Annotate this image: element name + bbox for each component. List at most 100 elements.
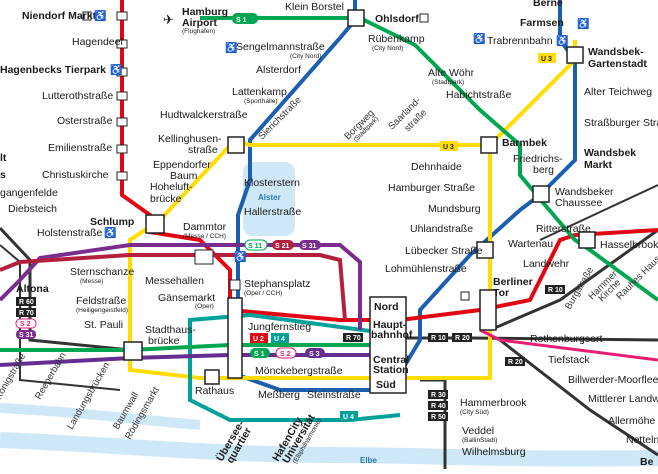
station-klosterstern: Klosterstern [244,177,300,189]
station-hamburger-strasse: Hamburger Straße [388,182,475,194]
station-ruebenkamp: Rübenkamp [368,33,425,45]
station-hbf-nord: Nord [374,301,399,313]
line-s3 [0,353,380,367]
station-nettelnburg: Netteln [626,434,658,446]
station-hbf-central-1: Central [373,354,409,366]
station-mittlerer-landweg: Mittlerer Landweg [588,393,658,405]
badge-s2-jungfernstieg: S 2 [275,347,297,359]
station-allermoehe: Allermöhe [608,415,655,427]
station-alte-woehr: Alte Wöhr [428,67,475,79]
station-moenckeberg: Mönckebergstraße [255,365,343,377]
svg-text:R 40: R 40 [431,403,446,410]
svg-text:R 60: R 60 [19,299,34,306]
station-eppendorfer-1: Eppendorfer [153,159,211,171]
svg-text:R 70: R 70 [346,335,361,342]
badge-u3-barmbek: U 3 [440,141,458,151]
station-eppendorfer-2: Baum [170,170,198,182]
station-hammerbrook-sub: (City Süd) [460,409,489,416]
svg-text:S 31: S 31 [302,243,317,250]
station-lattenkamp: Lattenkamp [232,86,287,98]
badge-s21: S 21 [272,240,294,250]
station-wilhelmsburg: Wilhelmsburg [462,446,526,458]
label-koenigstrasse: Königstraße [0,352,28,402]
station-ruebenkamp-sub: (City Nord) [372,45,403,52]
station-st-pauli: St. Pauli [84,319,123,331]
station-dammtor-sub: (Messe / CCH) [183,233,226,240]
station-kellinghusen-2: straße [188,144,218,156]
station-hoheluft-1: Hoheluft- [150,181,193,193]
station-friedrichsberg-1: Friedrichs- [513,153,563,165]
station-barmbek: Barmbek [502,137,547,149]
line-s31 [0,243,362,330]
station-holstenstrasse: Holstenstraße [37,227,103,239]
svg-text:R 20: R 20 [455,335,470,342]
alster-lake [243,162,295,236]
svg-text:♿: ♿ [104,226,116,239]
badge-r70-center: R 70 [343,333,363,342]
station-lattenkamp-sub: (Sporthalle) [244,98,278,105]
svg-text:R 50: R 50 [431,414,446,421]
station-berliner-tor-2: Tor [493,287,509,299]
badge-r50: R 50 [428,412,448,421]
station-wandsbek-gs-2: Gartenstadt [588,58,647,70]
svg-text:U 4: U 4 [274,336,285,343]
station-hasselbrook: Hasselbrook [600,239,658,251]
badge-s31-altona: S 31 [16,330,36,339]
station-feldstrasse: Feldstraße [76,295,126,307]
badge-s1-jungfernstieg: S 1 [250,348,270,358]
station-hbf-haupt-1: Haupt- [373,319,407,331]
svg-text:S 21: S 21 [275,243,290,250]
station-jungfernstieg: Jungfernstieg [248,321,311,333]
station-airport-1: Hamburg [182,6,228,18]
badge-r70: R 70 [16,308,36,317]
station-feld-s: s [0,169,6,181]
station-kellinghusen-1: Kellinghusen- [158,133,222,145]
badge-s1-airport: S 1 [232,13,258,24]
station-veddel-sub: (BallinStadt) [462,437,497,444]
line-s2 [479,328,658,362]
badge-u4-bottom: U 4 [340,411,358,421]
station-feld-t: lt [0,152,7,164]
station-friedrichsberg-2: berg [533,164,554,176]
svg-text:S 2: S 2 [280,351,291,358]
svg-text:♿: ♿ [110,63,122,76]
station-airport-2: Airport [182,17,218,29]
svg-text:S 31: S 31 [19,332,34,339]
svg-text:♿: ♿ [577,17,589,30]
station-sengelmann-sub: (City Nord) [290,53,321,60]
park-and-ride-icon [82,11,470,301]
station-landwehr: Landwehr [523,258,570,270]
svg-text:U 3: U 3 [443,144,454,151]
badge-r20-south: R 20 [505,357,525,366]
station-diebsteich: Diebsteich [8,203,57,215]
badge-s31: S 31 [299,240,321,250]
badge-u3-wandsbek: U 3 [538,53,556,63]
svg-text:♿: ♿ [556,34,568,47]
svg-text:♿: ♿ [473,32,485,45]
station-hbf-haupt-2: bahnhof [371,329,413,341]
badge-u4: U 4 [271,333,289,343]
badge-r10-hbf: R 10 [428,333,448,342]
svg-text:U 3: U 3 [541,56,552,63]
station-mundsburg: Mundsburg [428,203,481,215]
station-altona: Altona [16,283,49,295]
airplane-icon: ✈ [163,12,174,27]
station-hudtwalcker: Hudtwalckerstraße [160,109,248,121]
station-sternschanze: Sternschanze [70,266,134,278]
svg-text:♿: ♿ [225,41,237,54]
station-wartenau: Wartenau [508,238,553,250]
station-sengelmann: Sengelmannstraße [236,41,325,53]
station-hagendeel: Hagendeel [72,36,123,48]
station-sternschanze-sub: (Messe) [80,278,103,285]
station-farmsen: Farmsen [520,17,564,29]
station-hbf-central-2: Station [373,364,409,376]
badge-r20-hbf: R 20 [452,333,472,342]
station-wandsbek-markt-2: Markt [584,159,613,171]
svg-text:U 2: U 2 [253,336,264,343]
station-emilienstrasse: Emilienstraße [48,142,112,154]
alster-label: Alster [258,193,281,202]
station-strassburger: Straßburger Straße [584,117,658,129]
badge-s2-altona: S 2 [15,318,37,329]
station-gaensemarkt: Gänsemarkt [158,292,215,304]
label-reeperbahn: Reeperbahn [33,351,69,402]
